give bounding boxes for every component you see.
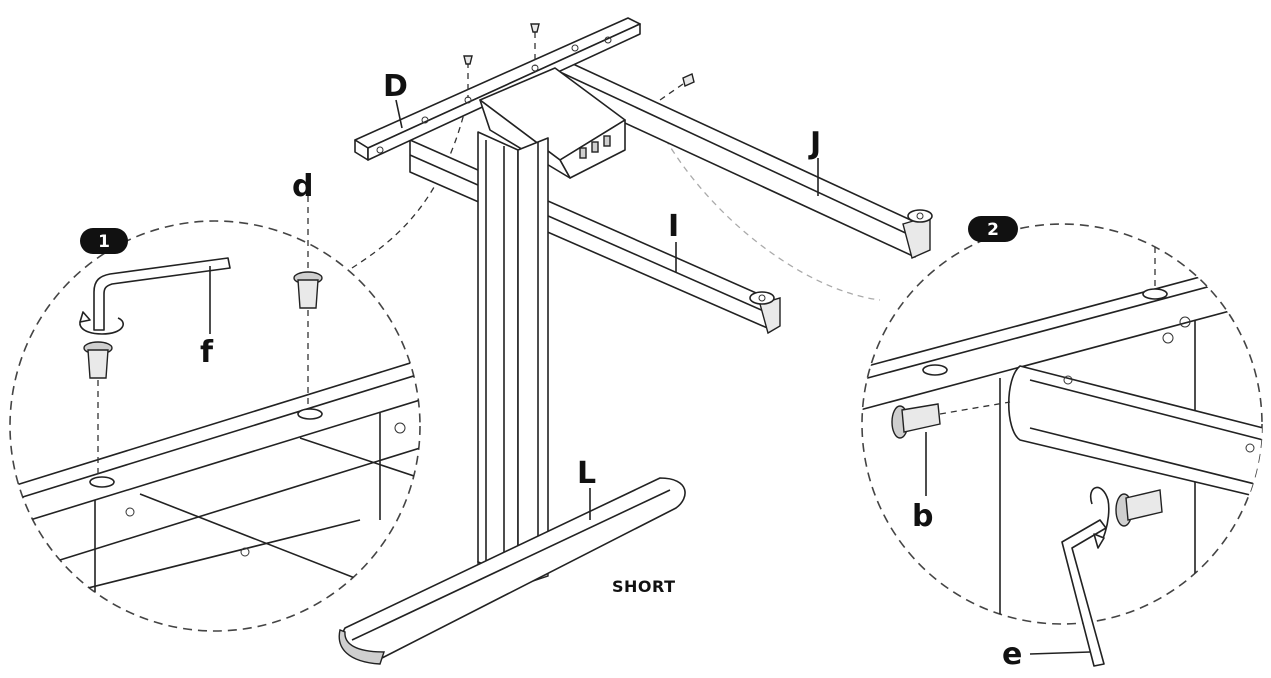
- foot-l: [338, 477, 686, 665]
- bolt-left: [83, 341, 113, 476]
- bolt-right: [1115, 489, 1163, 527]
- allen-key-f: [93, 257, 231, 331]
- callout-2: b e 2: [861, 216, 1263, 672]
- callout-1: d f 1: [9, 169, 421, 632]
- label-part-l: L: [577, 456, 596, 491]
- label-short: SHORT: [612, 577, 676, 596]
- label-part-j: J: [808, 126, 821, 161]
- step-badge-1: 1: [80, 228, 128, 254]
- svg-text:1: 1: [98, 232, 110, 252]
- label-part-d: D: [383, 69, 408, 104]
- label-part-b: b: [912, 499, 933, 534]
- crossbar-j: [559, 57, 933, 259]
- label-part-d-bolt: d: [292, 169, 313, 204]
- bolt-b: [891, 401, 1011, 439]
- svg-text:2: 2: [987, 220, 999, 240]
- leg-column: [477, 131, 549, 587]
- step-badge-2: 2: [968, 216, 1018, 242]
- label-part-i: I: [668, 209, 679, 244]
- label-part-f: f: [200, 335, 214, 370]
- callout-1-connector: [351, 109, 466, 269]
- main-frame-assembly: D J I L SHORT: [338, 17, 933, 665]
- callout-2-connector: [654, 119, 881, 301]
- screws-top: [463, 23, 695, 101]
- bolt-d: [293, 196, 323, 408]
- label-part-e: e: [1002, 637, 1022, 672]
- allen-key-e: [1061, 519, 1107, 667]
